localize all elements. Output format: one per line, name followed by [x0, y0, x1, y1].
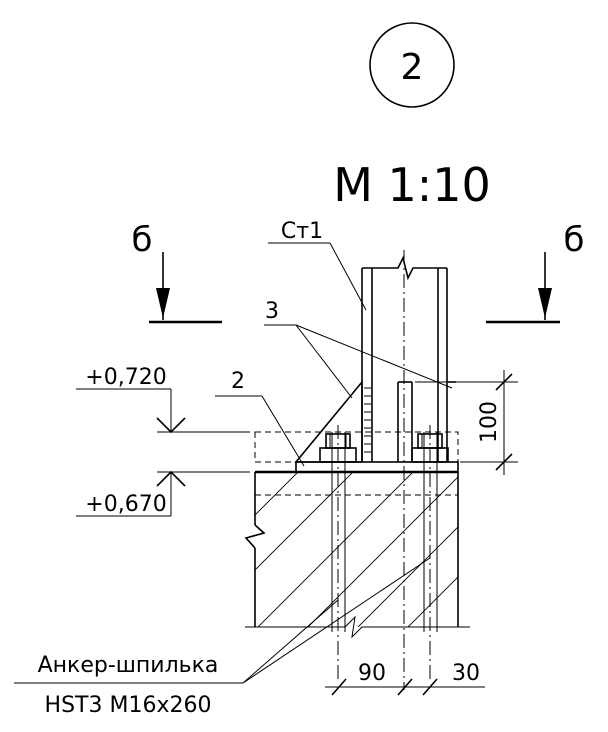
base-plate-rect — [295, 461, 459, 473]
column-leader-line — [329, 242, 367, 311]
concrete-foundation — [244, 470, 470, 639]
dim-90-text: 90 — [358, 661, 386, 686]
dim-tick-1 — [331, 678, 347, 696]
leader-column: Ст1 — [268, 219, 367, 311]
anchor-bolts — [331, 425, 438, 680]
level-top-text: +0,720 — [85, 365, 166, 390]
dim-tick-3 — [422, 678, 438, 696]
plate-leader-line — [261, 395, 305, 467]
anchor-leader-line-2 — [242, 557, 431, 684]
rib-leader-line-2 — [295, 324, 453, 389]
steel-column — [361, 250, 448, 690]
dim-100-text: 100 — [477, 401, 502, 443]
section-right-arrowhead-icon — [538, 288, 552, 318]
level-bottom-text: +0,670 — [85, 492, 166, 517]
level-mark-bottom: +0,670 — [76, 470, 250, 517]
leader-base-plate: 2 — [215, 369, 305, 467]
anchor-label-line1: Анкер-шпилька — [38, 653, 219, 678]
detail-circle — [369, 22, 455, 108]
dim-100-tick-bottom — [495, 453, 513, 471]
section-mark-left: б — [132, 220, 222, 324]
dimension-100: 100 — [415, 370, 518, 475]
section-mark-right: б — [486, 220, 585, 324]
rib-leader-line-1 — [295, 324, 353, 399]
rib-outline — [294, 379, 363, 463]
dim-100-tick-top — [495, 373, 513, 391]
foundation-bottom-break — [344, 615, 372, 639]
section-left-label: б — [132, 220, 153, 260]
anchor-leader-line-1 — [242, 599, 339, 684]
foundation-break-line — [244, 524, 266, 549]
dim-tick-2 — [397, 678, 413, 696]
left-nut — [319, 433, 357, 463]
column-break-line — [362, 255, 447, 281]
dim-30-text: 30 — [452, 661, 480, 686]
rib-label: 3 — [265, 299, 279, 324]
left-nut-body — [325, 433, 351, 449]
detail-marker: 2 — [369, 22, 455, 108]
column-label: Ст1 — [281, 219, 323, 244]
scale-label: М 1:10 — [333, 158, 491, 212]
detail-number: 2 — [401, 47, 424, 88]
anchor-label-line2: HST3 M16x260 — [45, 693, 212, 718]
right-nut — [411, 433, 449, 463]
section-right-label: б — [564, 220, 585, 260]
dimension-bottom: 90 30 — [325, 661, 485, 696]
right-nut-body — [417, 433, 443, 449]
leader-rib: 3 — [264, 299, 453, 399]
plate-label: 2 — [231, 369, 245, 394]
leader-anchor: Анкер-шпилька HST3 M16x260 — [14, 557, 431, 718]
level-mark-top: +0,720 — [76, 365, 250, 434]
section-left-arrowhead-icon — [156, 288, 170, 318]
